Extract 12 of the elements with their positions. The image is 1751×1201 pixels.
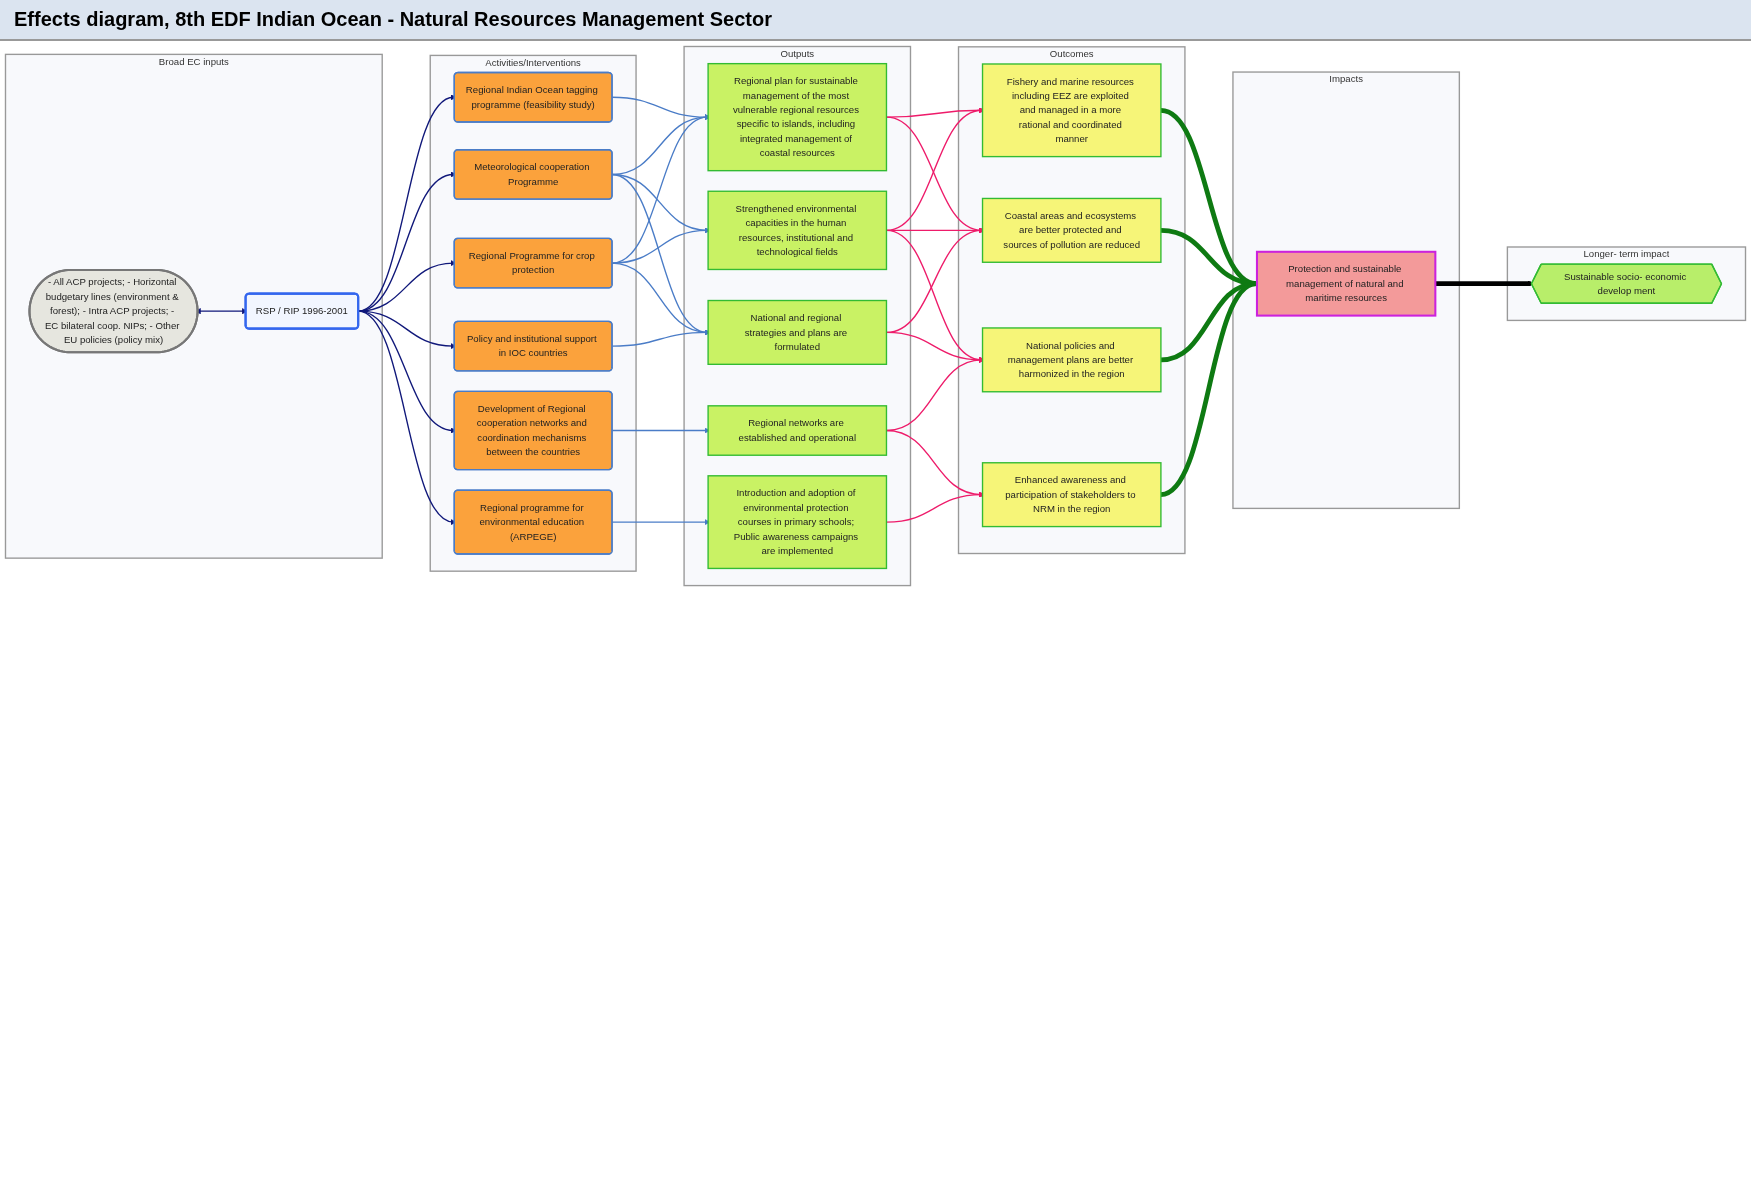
- node-box: Protection and sustainable management of natural and maritime resources: [1255, 250, 1437, 317]
- arrow: [1435, 280, 1534, 287]
- node-box: Coastal areas and ecosystems are better protected and sources of pollution are reduced: [981, 197, 1162, 263]
- node-box: Introduction and adoption of environmental protection courses in primary schools; Public awareness campaigns are implemented: [707, 475, 888, 570]
- node-box: National and regional strategies and plans are formulated: [707, 299, 888, 365]
- node-box: Regional networks are established and operational: [707, 405, 888, 456]
- node-box: Enhanced awareness and participation of stakeholders to NRM in the region: [981, 462, 1162, 528]
- node-box: National policies and management plans are better harmonized in the region: [981, 327, 1162, 393]
- diagram-title: Effects diagram, 8th EDF Indian Ocean - Natural Resources Management Sector: [0, 0, 1751, 41]
- node-box: Fishery and marine resources including EEZ are exploited and managed in a more rational and coordinated manner: [981, 63, 1162, 158]
- node-box: Regional plan for sustainable management of the most vulnerable regional resources specific to islands, including integrated management of coastal resources: [707, 62, 888, 172]
- node-box: Strengthened environmental capacities in the human resources, institutional and technological fields: [707, 190, 888, 271]
